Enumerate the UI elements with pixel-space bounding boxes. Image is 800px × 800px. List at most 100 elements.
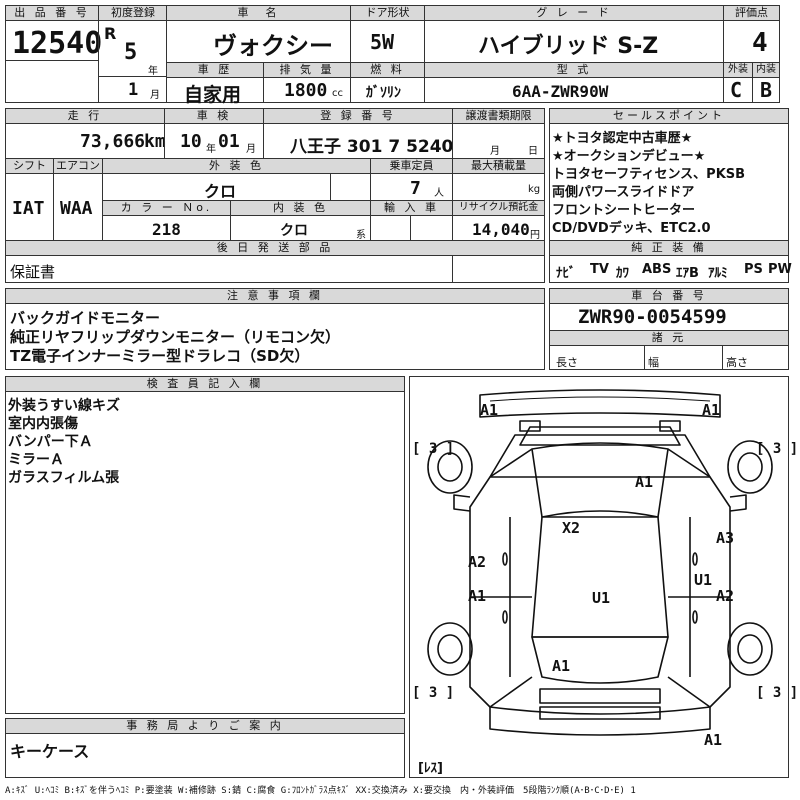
inspector-line: ガラスフィルム張 [8, 470, 120, 486]
ac-label: エアコン [54, 159, 102, 174]
shift: IAT [12, 198, 45, 219]
inspection-label: 車 検 [165, 109, 263, 124]
lot-label: 出 品 番 号 [6, 6, 98, 21]
mileage-unit: km [144, 131, 166, 152]
equip-item: ABS [642, 262, 672, 277]
later-parts: 保証書 [10, 263, 56, 281]
tire-front-left: [ 3 ] [412, 441, 455, 457]
equip-item: ﾅﾋﾞ [556, 266, 576, 281]
reg-month: 1 [128, 80, 139, 100]
year-unit: 年 [148, 66, 158, 77]
car-name: ヴォクシー [213, 32, 333, 60]
inspection-month: 01 [218, 131, 240, 152]
tire-rear-left: [ 3 ] [412, 685, 455, 701]
seats: 7 [410, 178, 421, 199]
spec-section [5, 108, 545, 283]
equip-item: PS [744, 262, 763, 277]
grade: ハイブリッド S-Z [478, 34, 659, 59]
intcolor-label: 内 装 色 [231, 201, 370, 216]
equip-item: PW [768, 262, 792, 277]
mark-windshield: X2 [562, 519, 581, 537]
fuel-label: 燃 料 [351, 63, 424, 78]
mileage: 73,666 [80, 131, 146, 152]
mark-hood: A1 [635, 473, 654, 491]
grade-label: グ レ ー ド [425, 6, 723, 21]
equip-label: 純 正 装 備 [550, 241, 788, 256]
note-line: バックガイドモニター [10, 309, 161, 327]
reg-label: 登 録 番 号 [264, 109, 452, 124]
name-label: 車 名 [167, 6, 350, 21]
inspector-section [5, 376, 405, 714]
sales-line: トヨタセーフティセンス、PKSB [552, 167, 746, 182]
equip-item: ｱﾙﾐ [708, 266, 728, 281]
model-label: 型 式 [425, 63, 723, 78]
office-section [5, 718, 405, 778]
interior-color-unit: 系 [356, 230, 366, 241]
width-label: 幅 [648, 356, 659, 369]
inspector-line: ミラーＡ [8, 452, 64, 468]
doors: 5W [370, 30, 395, 54]
equip-item: TV [590, 262, 609, 277]
model: 6AA-ZWR90W [512, 82, 609, 101]
first-reg-label: 初度登録 [99, 6, 167, 21]
inspector-line: 外装うすい線キズ [8, 398, 120, 414]
int-label: 内装 [753, 63, 779, 78]
shift-label: シフト [6, 159, 53, 174]
recycle-label: リサイクル預託金 [453, 201, 544, 216]
ac: WAA [60, 198, 93, 219]
sales-section [549, 108, 789, 283]
inspection-year: 10 [180, 131, 202, 152]
spare-tire: [ﾚｽ] [418, 761, 443, 776]
tire-rear-right: [ 3 ] [756, 685, 799, 701]
mark-right-front-door: A3 [716, 529, 735, 547]
sales-line: 両側パワースライドドア [552, 185, 695, 200]
fuel: ｶﾞｿﾘﾝ [366, 85, 401, 101]
recycle-fee: 14,040 [472, 220, 530, 239]
header-section [5, 5, 780, 103]
ext-label: 外装 [724, 63, 752, 78]
notes-section [5, 288, 545, 370]
mark-right-side: U1 [694, 571, 713, 589]
chassis-section [549, 288, 789, 370]
office-label: 事 務 局 よ り ご 案 内 [6, 719, 404, 734]
mark-rear-window: A1 [552, 657, 571, 675]
mark-left-front-door: A2 [468, 553, 487, 571]
int-score: B [760, 78, 773, 102]
reg-number: 八王子 301 7 5240 [290, 137, 454, 157]
mark-right-rear-door: A2 [716, 587, 735, 605]
recycle-unit: 円 [530, 230, 540, 241]
score-label: 評価点 [724, 6, 779, 21]
displacement: 1800 [284, 80, 328, 101]
sales-line: ★オークションデビュー★ [552, 149, 706, 164]
month-unit: 月 [150, 90, 160, 101]
inspector-label: 検 査 員 記 入 欄 [6, 377, 404, 392]
reg-year: 5 [124, 40, 138, 65]
legend: A:ｷｽﾞ U:ﾍｺﾐ B:ｷｽﾞを伴うﾍｺﾐ P:要塗装 W:補修跡 S:錆 … [5, 786, 636, 796]
load-label: 最大積載量 [453, 159, 544, 174]
car-diagram: A1 A1 A1 X2 A2 A3 U1 A1 U1 A2 A1 A1 [ 3 … [409, 376, 798, 778]
note-line: TZ電子インナーミラー型ドラレコ（SD欠） [10, 347, 310, 365]
color: クロ [204, 182, 237, 201]
notes-label: 注 意 事 項 欄 [6, 289, 544, 304]
transfer-day-unit: 日 [528, 146, 538, 157]
color-number: 218 [152, 220, 181, 239]
sales-line: CD/DVDデッキ、ETC2.0 [552, 221, 711, 236]
dims-label: 諸 元 [550, 331, 788, 346]
era: R [104, 24, 117, 43]
inspection-month-unit: 月 [246, 144, 256, 155]
sales-label: セールスポイント [550, 109, 788, 124]
inspector-line: バンパー下Ａ [8, 434, 93, 450]
history-label: 車 歴 [167, 63, 263, 78]
tire-front-right: [ 3 ] [756, 441, 799, 457]
office-text: キーケース [10, 742, 90, 761]
inspector-line: 室内内張傷 [8, 416, 78, 432]
ext-score: C [730, 78, 743, 102]
doors-label: ドア形状 [351, 6, 424, 21]
transfer-label: 譲渡書類期限 [453, 109, 544, 124]
transfer-month-unit: 月 [490, 146, 500, 157]
disp-unit: cc [332, 88, 343, 99]
disp-label: 排 気 量 [264, 63, 350, 78]
chassis-label: 車 台 番 号 [550, 289, 788, 304]
lot-number: 12540 [12, 26, 103, 61]
history: 自家用 [184, 84, 242, 106]
